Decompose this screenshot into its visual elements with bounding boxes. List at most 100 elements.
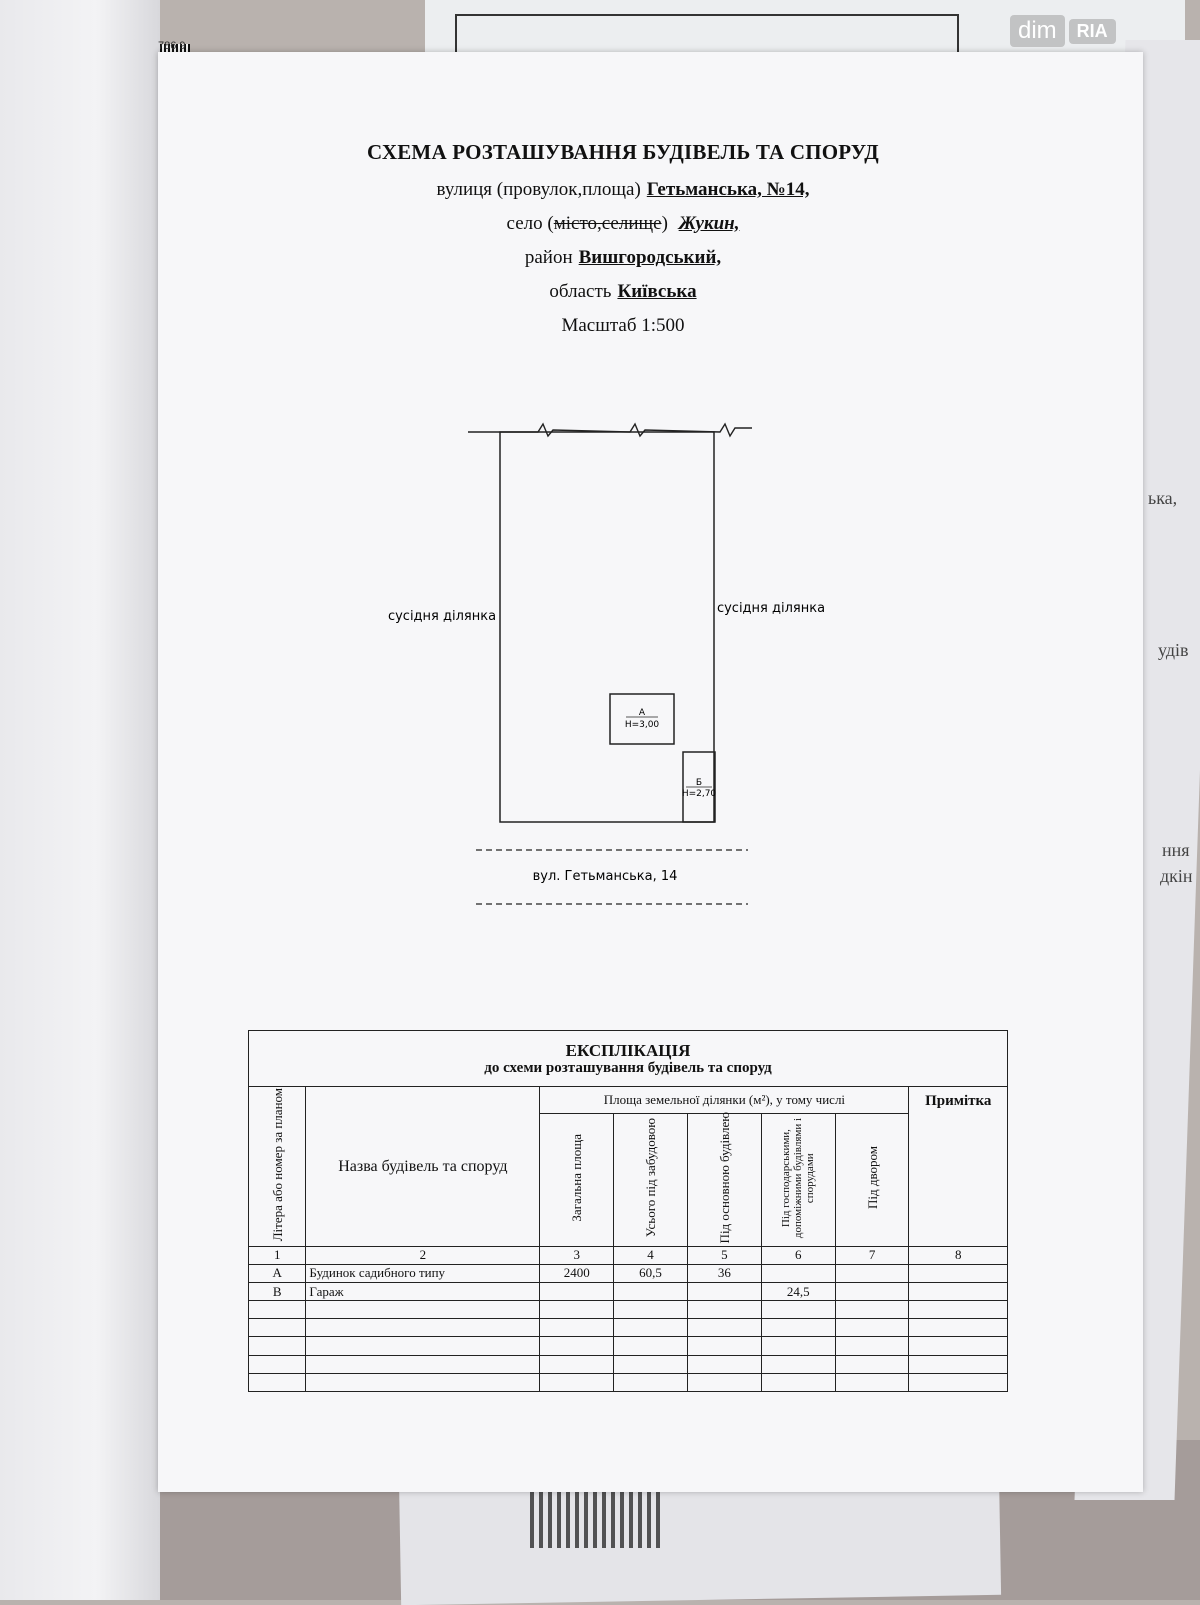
cell-aux: 24,5 — [760, 1282, 836, 1302]
cell-name: Будинок садибного типу — [305, 1263, 541, 1284]
cell-letter — [247, 1336, 307, 1356]
column-number: 6 — [760, 1245, 836, 1265]
table-row — [247, 1354, 1008, 1374]
north-boundary — [468, 422, 752, 438]
col-total-text: Загальна площа — [569, 1133, 585, 1222]
settlement-suffix: ) — [661, 213, 668, 234]
explication-table: ЕКСПЛІКАЦІЯ до схеми розташування будіве… — [247, 1029, 1008, 1393]
cell-name — [305, 1336, 541, 1356]
cell-total — [539, 1282, 615, 1302]
cell-total — [539, 1300, 615, 1320]
left-page — [0, 0, 160, 1600]
cell-main: 36 — [686, 1263, 762, 1284]
table-row: В Гараж 24,5 — [247, 1282, 1008, 1302]
cell-name — [305, 1300, 541, 1320]
cell-main — [686, 1354, 762, 1374]
settlement-value: Жукин, — [678, 213, 740, 234]
cell-main — [686, 1336, 762, 1356]
table-row: А Будинок садибного типу 2400 60,5 36 — [247, 1263, 1008, 1284]
cell-name — [305, 1318, 541, 1338]
col-note-header: Примітка — [908, 1086, 1008, 1247]
table-row — [247, 1372, 1008, 1393]
cell-built — [613, 1354, 688, 1374]
document-title: СХЕМА РОЗТАШУВАННЯ БУДІВЕЛЬ ТА СПОРУД — [367, 140, 879, 164]
cell-note — [908, 1354, 1008, 1374]
settlement-line: село (місто,селище) Жукин, — [158, 213, 1088, 235]
side-fragment: удів — [1158, 640, 1189, 660]
col-letter-header: Літера або номер за планом — [247, 1086, 307, 1247]
building-b — [682, 751, 716, 823]
cell-note — [908, 1300, 1008, 1320]
cell-letter: В — [247, 1282, 307, 1302]
building-b-letter: Б — [696, 778, 702, 788]
cell-built — [613, 1372, 688, 1393]
col-total-header: Загальна площа — [539, 1112, 615, 1247]
barcode-text: 786 9 — [158, 40, 186, 52]
col-yard-text: Під двором — [864, 1146, 880, 1210]
column-number: 5 — [686, 1245, 762, 1265]
watermark-part: dim — [1010, 15, 1065, 47]
cell-built — [613, 1336, 688, 1356]
cell-note — [908, 1263, 1008, 1284]
settlement-prefix: село ( — [506, 213, 554, 234]
side-fragment: дкін — [1160, 866, 1193, 886]
col-main-header: Під основною будівлею — [686, 1112, 762, 1247]
cell-letter — [247, 1372, 307, 1393]
cell-yard — [834, 1336, 910, 1356]
scale-line: Масштаб 1:500 — [561, 315, 685, 336]
left-neighbor-label: сусідня ділянка — [388, 609, 496, 624]
settlement-struck: місто,селище — [553, 213, 662, 234]
district-value: Вишгородський, — [578, 247, 722, 268]
watermark-logo: dim RIA — [1010, 12, 1150, 50]
building-b-height: Н=2,70 — [682, 789, 717, 799]
cell-main — [686, 1282, 762, 1302]
cell-yard — [834, 1263, 910, 1284]
cell-letter — [247, 1318, 307, 1338]
cell-main — [686, 1300, 762, 1320]
background-frame — [455, 14, 959, 64]
district-label: район — [524, 247, 573, 268]
col-aux-header: Під господарськими, допоміжними будівлям… — [760, 1112, 836, 1247]
cell-note — [908, 1372, 1008, 1393]
document-header: СХЕМА РОЗТАШУВАННЯ БУДІВЕЛЬ ТА СПОРУД ву… — [158, 140, 1088, 349]
col-aux-text: Під господарськими, допоміжними будівлям… — [780, 1117, 817, 1238]
cell-yard — [834, 1354, 910, 1374]
watermark-part: RIA — [1068, 18, 1116, 44]
cell-built — [613, 1282, 688, 1302]
building-a — [609, 693, 675, 745]
cell-aux — [760, 1372, 836, 1393]
explication-caption: ЕКСПЛІКАЦІЯ до схеми розташування будіве… — [248, 1029, 1008, 1088]
cell-note — [908, 1336, 1008, 1356]
cell-letter — [247, 1300, 307, 1320]
cell-built — [613, 1300, 688, 1320]
street-value: Гетьманська, №14, — [646, 179, 810, 200]
right-neighbor-label: сусідня ділянка — [717, 601, 825, 616]
cell-total — [539, 1336, 615, 1356]
area-group-header: Площа земельної ділянки (м²), у тому чис… — [539, 1086, 910, 1114]
cell-total — [539, 1318, 615, 1338]
region-label: область — [549, 281, 612, 302]
region-value: Київська — [617, 281, 697, 302]
column-number: 7 — [834, 1245, 910, 1265]
side-fragment: ння — [1162, 840, 1190, 860]
column-number: 4 — [613, 1245, 688, 1265]
street-line: вулиця (провулок,площа)Гетьманська, №14, — [158, 179, 1088, 201]
cell-total — [539, 1372, 615, 1393]
column-number: 1 — [247, 1245, 307, 1265]
col-built-text: Усього під забудовою — [643, 1118, 659, 1238]
cell-yard — [834, 1282, 910, 1302]
cell-aux — [760, 1300, 836, 1320]
column-numbers-row: 1 2 3 4 5 6 7 8 — [247, 1245, 1008, 1265]
street-name-label: вул. Гетьманська, 14 — [533, 869, 678, 884]
cell-name — [305, 1354, 541, 1374]
cell-built: 60,5 — [613, 1263, 688, 1284]
cell-aux — [760, 1318, 836, 1338]
column-number: 8 — [908, 1245, 1008, 1265]
col-yard-header: Під двором — [834, 1112, 910, 1247]
explication-title: ЕКСПЛІКАЦІЯ — [565, 1040, 691, 1060]
side-fragment: ька, — [1148, 488, 1178, 508]
cell-yard — [834, 1372, 910, 1393]
building-a-letter: А — [639, 708, 646, 718]
cell-built — [613, 1318, 688, 1338]
